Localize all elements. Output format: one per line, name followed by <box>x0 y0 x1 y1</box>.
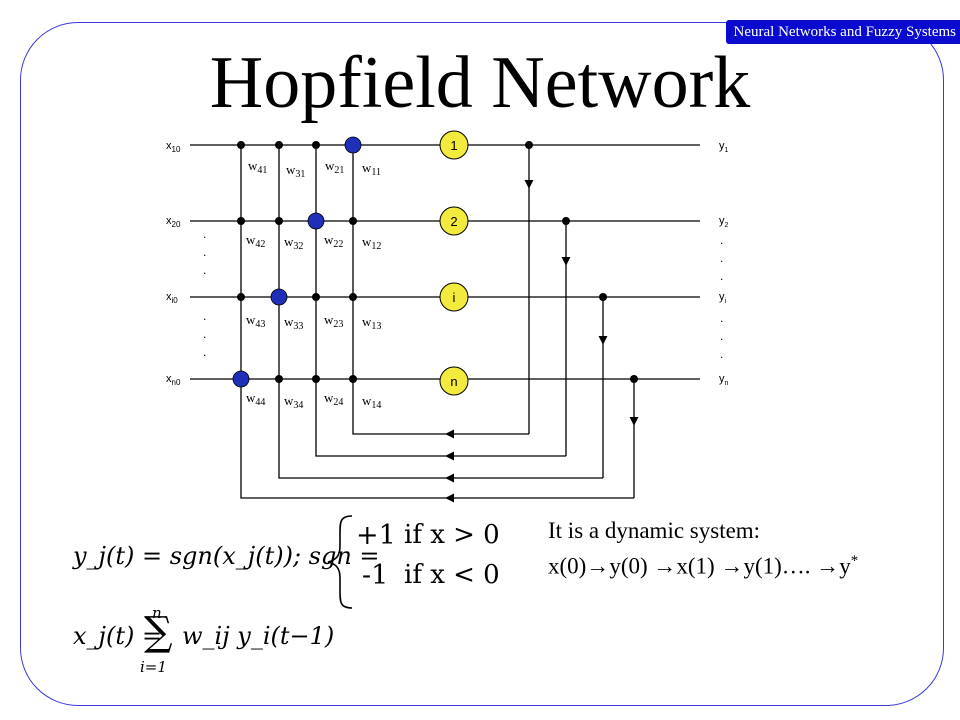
svg-text:.: . <box>720 347 723 361</box>
svg-text:.: . <box>203 309 206 323</box>
svg-text:2: 2 <box>450 214 457 229</box>
svg-text:.: . <box>203 227 206 241</box>
fixed-point-mark: * <box>850 553 859 569</box>
neuron-n: n <box>439 366 469 396</box>
neuron-i: i <box>439 282 469 312</box>
sgn-case2-value: -1 <box>362 560 389 591</box>
sgn-equation-lhs: y_j(t) = sgn(x_j(t)); sgn = <box>73 542 380 570</box>
svg-text:.: . <box>203 345 206 359</box>
input-ellipsis: . . . . . . <box>203 227 206 359</box>
weight-label: w11 <box>362 160 381 178</box>
input-label-i: xi0 <box>166 291 178 305</box>
neuron-1: 1 <box>439 130 469 160</box>
svg-text:n: n <box>450 374 457 389</box>
weight-label: w22 <box>324 232 343 250</box>
svg-text:.: . <box>720 269 723 283</box>
svg-text:.: . <box>720 311 723 325</box>
sgn-case1-condition: if x > 0 <box>404 520 500 550</box>
svg-text:.: . <box>720 329 723 343</box>
slide-frame <box>20 22 944 706</box>
feedback-lines <box>240 145 639 503</box>
sgn-case1-value: +1 <box>356 520 396 551</box>
cases-brace <box>327 515 353 609</box>
sum-term: w_ij y_i(t−1) <box>182 622 335 650</box>
svg-text:.: . <box>203 327 206 341</box>
svg-text:i: i <box>453 290 456 305</box>
page-title: Hopfield Network <box>209 42 751 124</box>
input-label-n: xn0 <box>166 373 181 387</box>
output-label-2: y2 <box>719 215 729 229</box>
weight-label: w13 <box>362 314 381 332</box>
weight-label: w14 <box>362 393 381 411</box>
sum-sigma-icon: ∑ <box>144 609 173 655</box>
weight-label: w34 <box>284 393 303 411</box>
output-label-n: yn <box>719 373 729 387</box>
weight-label: w43 <box>246 312 265 330</box>
weight-label: w23 <box>324 312 343 330</box>
svg-text:.: . <box>203 245 206 259</box>
weight-label: w32 <box>284 234 303 252</box>
dynamic-system-note: It is a dynamic system: x(0)→y(0) →x(1) … <box>548 516 858 582</box>
sum-lower-limit: i=1 <box>140 658 167 676</box>
course-label: Neural Networks and Fuzzy Systems <box>725 20 960 44</box>
weight-label: w21 <box>325 158 344 176</box>
input-label-1: x10 <box>166 140 181 154</box>
svg-text:.: . <box>720 233 723 247</box>
dynamic-line-1: It is a dynamic system: <box>548 518 761 543</box>
junction-dots <box>237 141 638 383</box>
sgn-case2-condition: if x < 0 <box>404 560 500 590</box>
sum-upper-limit: n <box>152 604 162 622</box>
weight-label: w44 <box>246 390 265 408</box>
output-ellipsis: . . . . . . <box>720 233 723 361</box>
weight-labels: w41 w31 w21 w11 w42 w32 w22 w12 w43 w33 … <box>246 158 381 411</box>
weight-label: w31 <box>286 162 305 180</box>
output-label-1: y1 <box>719 140 729 154</box>
input-label-2: x20 <box>166 215 181 229</box>
diagonal-nodes <box>232 136 362 388</box>
weight-label: w24 <box>324 390 343 408</box>
output-label-i: yi <box>719 291 727 305</box>
neuron-2: 2 <box>439 206 469 236</box>
sum-equation-lhs: x_j(t) = <box>73 622 163 650</box>
weight-label: w33 <box>284 314 303 332</box>
weight-label: w42 <box>246 232 265 250</box>
weight-label: w41 <box>248 158 267 176</box>
signal-lines <box>190 144 700 380</box>
svg-text:.: . <box>720 251 723 265</box>
dynamic-line-2: x(0)→y(0) →x(1) →y(1)…. →y* <box>548 553 859 579</box>
svg-text:1: 1 <box>450 138 457 153</box>
svg-text:.: . <box>203 263 206 277</box>
weight-label: w12 <box>362 234 381 252</box>
